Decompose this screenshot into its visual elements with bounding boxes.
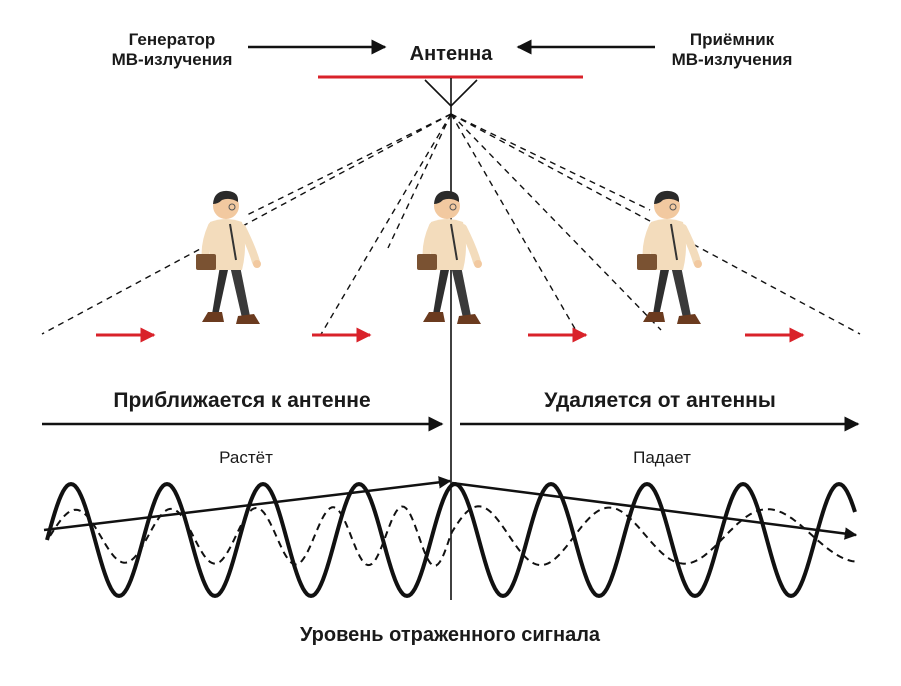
walking-man-icon xyxy=(637,191,702,324)
antenna-label: Антенна xyxy=(409,43,493,65)
walking-man-icon xyxy=(417,191,482,324)
receiver-label-line1: Приёмник xyxy=(689,30,775,49)
approach-label: Приближается к антенне xyxy=(113,389,371,412)
generator-label-line2: МВ-излучения xyxy=(111,50,233,69)
generator-label: Генератор МВ-излучения xyxy=(102,30,242,70)
walking-man-icon xyxy=(196,191,261,324)
falling-trend-arrow xyxy=(451,481,858,540)
recede-label: Удаляется от антенны xyxy=(544,389,776,412)
signal-level-caption: Уровень отраженного сигнала xyxy=(299,624,601,646)
falls-label: Падает xyxy=(633,448,691,467)
rising-trend-arrow xyxy=(43,476,452,532)
receiver-label-line2: МВ-излучения xyxy=(671,50,793,69)
grows-label: Растёт xyxy=(219,448,273,467)
generator-label-line1: Генератор xyxy=(128,30,216,49)
receiver-label: Приёмник МВ-излучения xyxy=(662,30,802,70)
reflected-wave xyxy=(49,505,857,567)
